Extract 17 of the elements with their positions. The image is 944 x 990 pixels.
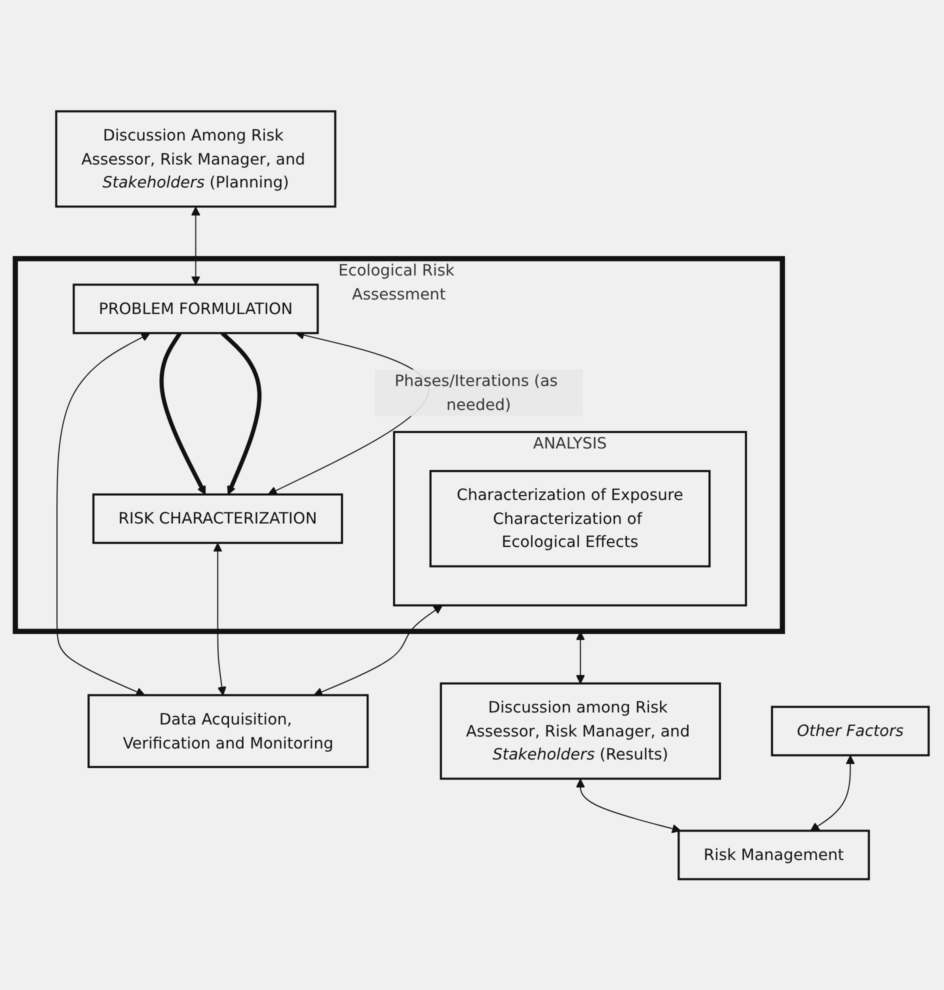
arrow xyxy=(191,206,200,285)
arrow xyxy=(213,542,226,696)
node-box: Characterization of Exposure Characterization of Ecological Effects xyxy=(429,470,711,568)
edge-label: Phases/Iterations (as needed) xyxy=(394,371,558,414)
node-box: RISK CHARACTERIZATION xyxy=(92,493,344,544)
arrow xyxy=(576,778,682,833)
arrow xyxy=(576,631,585,684)
arrow xyxy=(56,332,150,696)
node-box: PROBLEM FORMULATION xyxy=(72,283,319,334)
arrow xyxy=(810,755,855,831)
node-box: Other Factors xyxy=(770,706,930,756)
arrow xyxy=(314,604,443,696)
node-box: Discussion Among Risk Assessor, Risk Manager, and Stakeholders (Planning) xyxy=(55,110,336,208)
node-box: Data Acquisition, Verification and Monitoring xyxy=(88,694,369,768)
arrow xyxy=(160,332,206,495)
node-box: Risk Management xyxy=(678,829,870,880)
node-box: Discussion among Risk Assessor, Risk Manager, and Stakeholders (Results) xyxy=(440,682,721,780)
